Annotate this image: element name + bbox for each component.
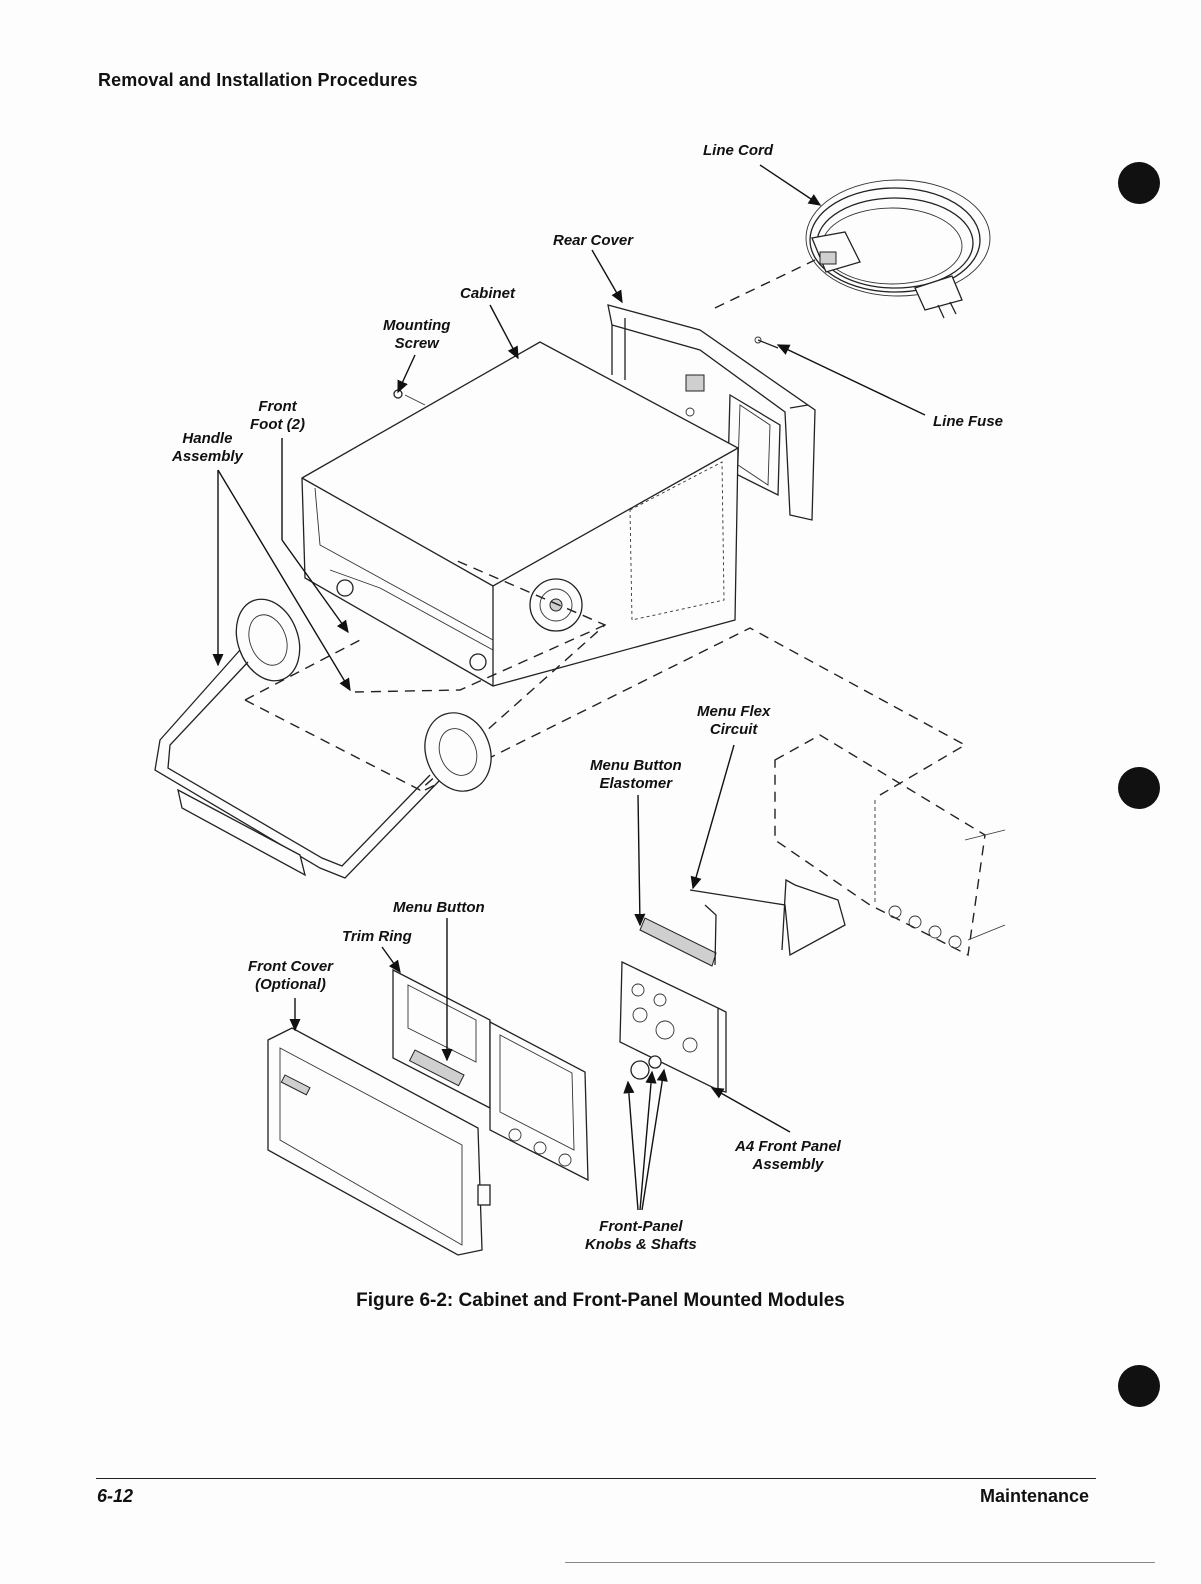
callout-line-cord: Line Cord	[703, 142, 773, 159]
scan-edge-line	[565, 1562, 1155, 1563]
callout-front-foot: Front Foot (2)	[250, 398, 305, 433]
footer-section-name: Maintenance	[979, 1486, 1089, 1506]
handle-assembly-drawing	[154, 598, 492, 879]
callout-handle-assembly: Handle Assembly	[172, 430, 243, 465]
binder-hole-middle	[1118, 767, 1160, 809]
callout-menu-flex-circuit: Menu Flex Circuit	[697, 703, 771, 738]
callout-rear-cover: Rear Cover	[553, 232, 634, 249]
binder-hole-bottom	[1118, 1365, 1160, 1407]
chassis-outline-drawing	[774, 734, 1006, 957]
page-header-title: Removal and Installation Procedures	[98, 70, 418, 90]
callout-front-panel-knobs-shafts: Front-Panel Knobs & Shafts	[585, 1218, 697, 1253]
callout-trim-ring: Trim Ring	[342, 928, 412, 945]
trim-ring-drawing	[392, 968, 589, 1182]
callout-line-fuse: Line Fuse	[933, 413, 1004, 430]
binder-hole-top	[1118, 162, 1160, 204]
rear-cover-drawing	[607, 304, 816, 521]
cabinet-drawing	[301, 341, 739, 687]
callout-a4-front-panel-assembly: A4 Front Panel Assembly	[735, 1138, 841, 1173]
menu-flex-circuit-drawing	[639, 878, 846, 967]
callout-menu-button-elastomer: Menu Button Elastomer	[590, 757, 682, 792]
callout-cabinet: Cabinet	[460, 285, 516, 302]
callout-menu-button: Menu Button	[393, 899, 485, 916]
footer-page-number: 6-12	[97, 1486, 134, 1506]
a4-front-panel-drawing	[619, 960, 727, 1093]
figure-caption: Figure 6-2: Cabinet and Front-Panel Moun…	[356, 1290, 845, 1311]
callout-mounting-screw: Mounting Screw	[383, 317, 451, 352]
front-cover-drawing	[267, 1027, 491, 1256]
line-cord-drawing	[805, 179, 991, 319]
callout-front-cover: Front Cover (Optional)	[248, 958, 334, 993]
footer-divider	[96, 1478, 1096, 1479]
line-fuse-drawing	[754, 336, 779, 349]
